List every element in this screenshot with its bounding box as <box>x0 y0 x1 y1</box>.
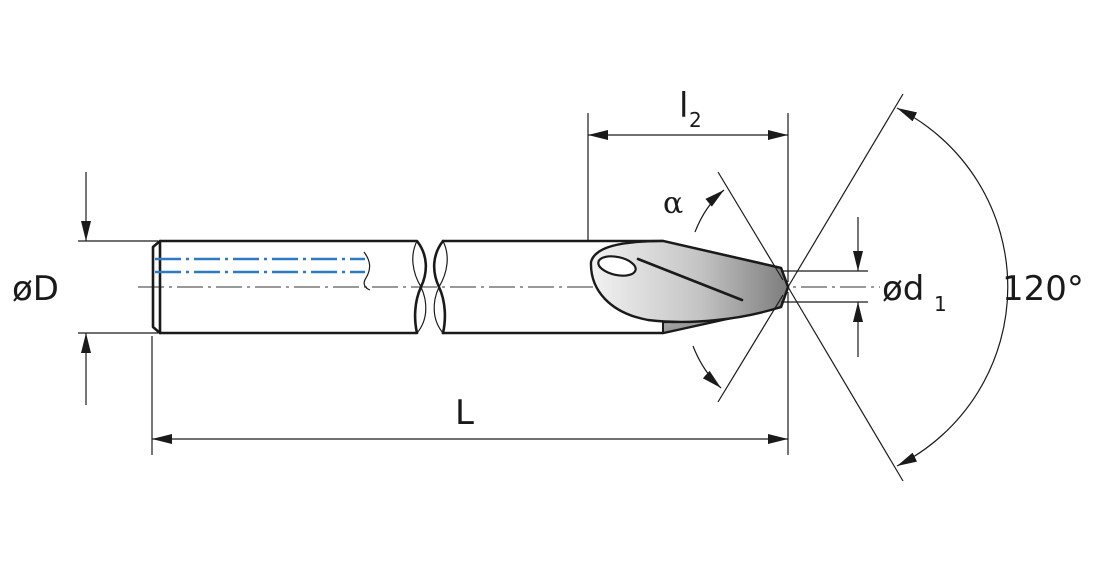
cutting-edge <box>636 257 744 302</box>
point-angle-label: 120° <box>1002 269 1084 309</box>
chamfer-angle-label: α <box>663 186 683 221</box>
dimension-cutting-length: l 2 <box>587 86 789 282</box>
cutting-length-subscript: 2 <box>689 108 702 132</box>
dimension-overall-length: L <box>151 292 789 455</box>
cutting-face <box>589 239 790 324</box>
dimension-shank-diameter: øD <box>12 172 158 405</box>
dimension-chamfer-angle: α <box>663 171 784 403</box>
shank-diameter-label: øD <box>12 269 59 309</box>
tip-diameter-subscript: 1 <box>934 292 947 316</box>
cutting-length-label: l <box>679 86 688 126</box>
dimension-point-angle: 120° <box>787 93 1084 482</box>
break-lines <box>412 239 448 335</box>
tip-diameter-label: ød <box>882 269 924 309</box>
coolant-outlet <box>597 255 637 277</box>
overall-length-label: L <box>455 393 474 433</box>
